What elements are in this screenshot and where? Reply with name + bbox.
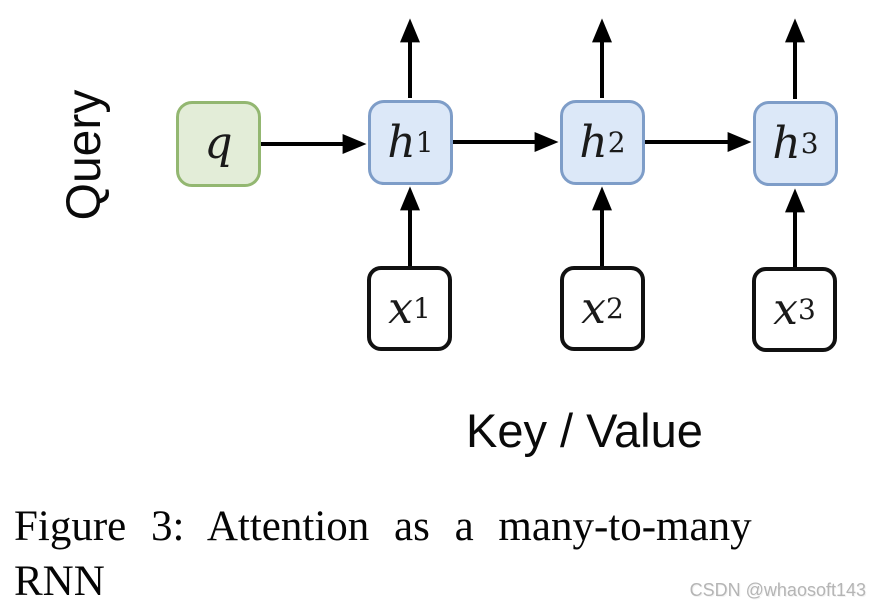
node-h1-subscript: 1 bbox=[415, 125, 434, 159]
node-x3-label: x bbox=[773, 283, 798, 335]
node-h2-label: h bbox=[579, 116, 608, 168]
key-value-axis-label: Key / Value bbox=[466, 404, 703, 457]
node-q-label: q bbox=[204, 118, 233, 169]
node-x3-subscript: 3 bbox=[798, 292, 816, 326]
node-q: q bbox=[176, 101, 261, 187]
node-h2-subscript: 2 bbox=[607, 125, 626, 159]
figure-caption-line1: Figure 3: Attention as a many-to-many bbox=[14, 503, 752, 550]
query-axis-label: Query bbox=[58, 89, 111, 221]
node-x2-label: x bbox=[581, 282, 606, 334]
watermark: CSDN @whaosoft143 bbox=[689, 580, 866, 600]
figure-caption: Figure 3: Attention as a many-to-many RN… bbox=[14, 499, 864, 609]
node-h3-label: h bbox=[772, 117, 801, 169]
node-x1-subscript: 1 bbox=[413, 291, 431, 325]
node-x1-label: x bbox=[388, 282, 413, 334]
figure-caption-line2: RNN bbox=[14, 558, 105, 605]
node-h1-label: h bbox=[387, 116, 416, 168]
node-h3-subscript: 3 bbox=[800, 126, 819, 160]
node-x2-subscript: 2 bbox=[606, 291, 624, 325]
